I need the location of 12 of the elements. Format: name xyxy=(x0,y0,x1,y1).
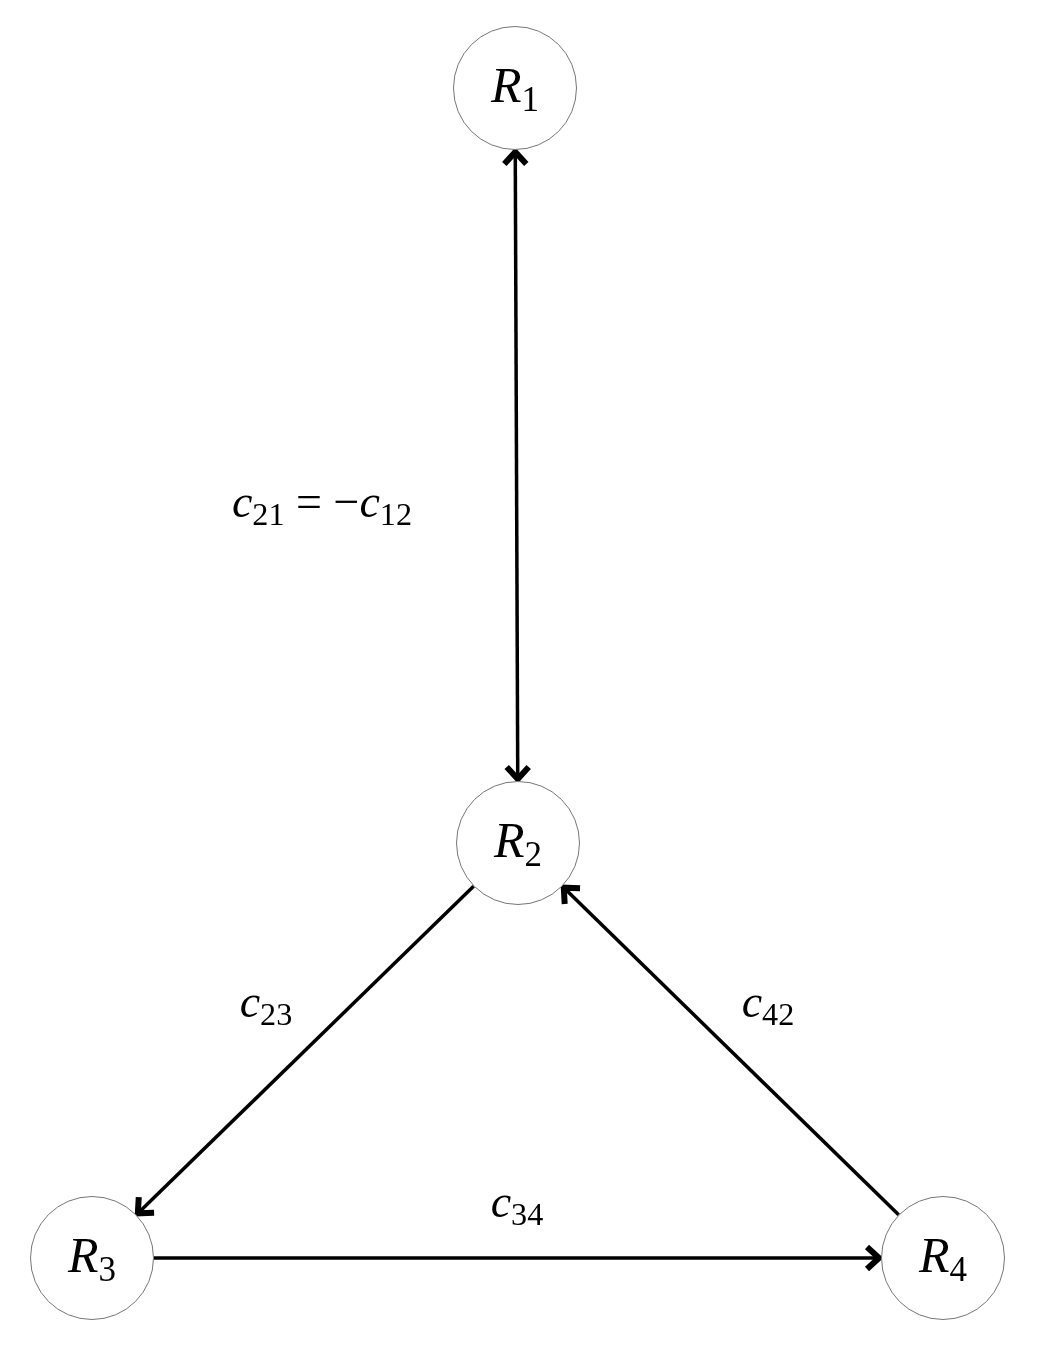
arrow xyxy=(134,885,475,1217)
arrow xyxy=(501,149,532,782)
node-label: R$_{1}$ xyxy=(490,59,539,117)
edge-label: c$_{23}$ xyxy=(239,979,293,1031)
node-label: R$_{2}$ xyxy=(493,814,542,872)
arrow xyxy=(560,884,900,1216)
arrow xyxy=(154,1244,882,1272)
edge-label: c$_{34}$ xyxy=(490,1179,544,1231)
node-label: R$_{4}$ xyxy=(918,1229,967,1287)
edge-label: c$_{21}$ = −c$_{12}$ xyxy=(231,479,413,531)
node-label: R$_{3}$ xyxy=(67,1229,116,1287)
edge-label: c$_{42}$ xyxy=(741,979,795,1031)
